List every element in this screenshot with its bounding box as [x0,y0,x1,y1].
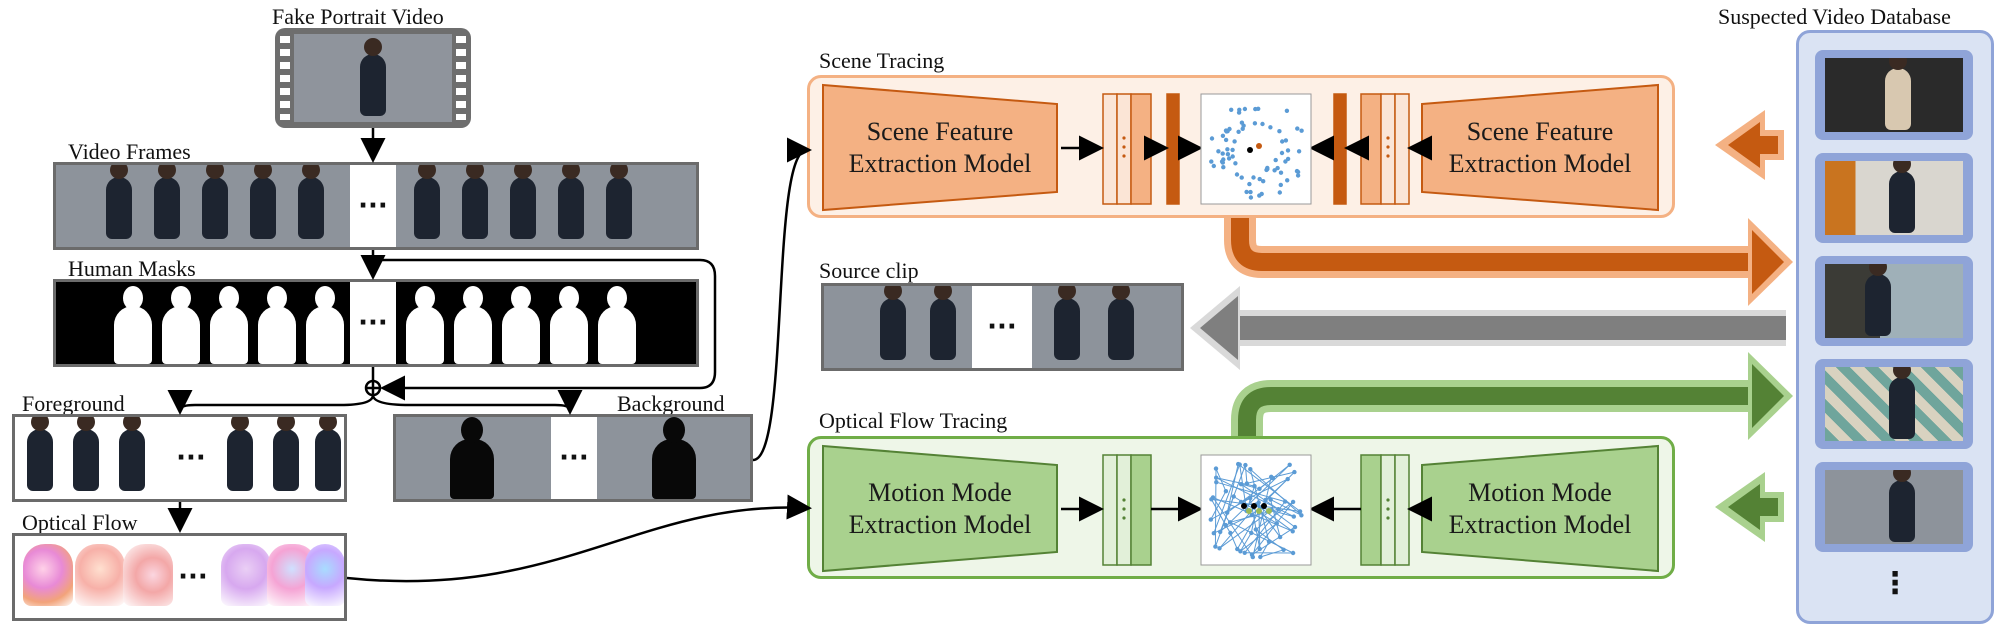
database-label: Suspected Video Database [1718,4,1951,29]
db-to-scene-arrow [1715,110,1784,180]
database-video-2 [1815,153,1973,243]
fake-video-label: Fake Portrait Video [272,4,444,29]
masks-ellipsis: ··· [350,282,396,364]
database-video-4 [1815,359,1973,449]
motion-left-line1: Motion Mode [868,478,1012,507]
scene-left-model-caption: Scene Feature Extraction Model [830,116,1050,180]
source-clip-label: Source clip [819,258,919,283]
flow-ellipsis: ··· [178,562,208,592]
database-video-5 [1815,462,1973,552]
database-video-1 [1815,50,1973,140]
source-clip-strip: ··· [821,283,1184,371]
optical-flow-label: Optical Flow [22,510,138,535]
scene-left-line1: Scene Feature [866,117,1014,146]
foreground-strip: ··· [12,414,347,502]
motion-right-line1: Motion Mode [1468,478,1612,507]
source-clip-arrow [1190,286,1786,370]
source-ellipsis: ··· [972,286,1032,368]
motion-left-line2: Extraction Model [848,510,1032,539]
video-frames-strip: ··· [53,162,699,250]
motion-right-line2: Extraction Model [1448,510,1632,539]
scene-right-line2: Extraction Model [1448,149,1632,178]
scene-tracing-label: Scene Tracing [819,48,945,73]
video-frames-label: Video Frames [68,139,191,164]
foreground-ellipsis: ··· [176,443,206,473]
db-to-motion-arrow [1715,472,1784,542]
background-ellipsis: ··· [551,417,597,499]
scene-right-model-caption: Scene Feature Extraction Model [1430,116,1650,180]
database-ellipsis: ⋮ [1880,566,1910,601]
frames-ellipsis: ··· [350,165,396,247]
scene-right-line1: Scene Feature [1466,117,1614,146]
human-masks-strip: ··· [53,279,699,367]
scene-left-line2: Extraction Model [848,149,1032,178]
background-label: Background [617,391,725,416]
background-strip: ··· [393,414,753,502]
motion-match-arrow [1231,352,1793,440]
database-video-3 [1815,256,1973,346]
motion-right-model-caption: Motion Mode Extraction Model [1430,477,1650,541]
optical-flow-tracing-label: Optical Flow Tracing [819,408,1008,433]
scene-match-arrow [1224,218,1793,306]
optical-flow-strip: ··· [12,533,347,621]
foreground-label: Foreground [22,391,125,416]
fake-video-thumbnail [275,28,471,128]
human-masks-label: Human Masks [68,256,196,281]
motion-left-model-caption: Motion Mode Extraction Model [830,477,1050,541]
